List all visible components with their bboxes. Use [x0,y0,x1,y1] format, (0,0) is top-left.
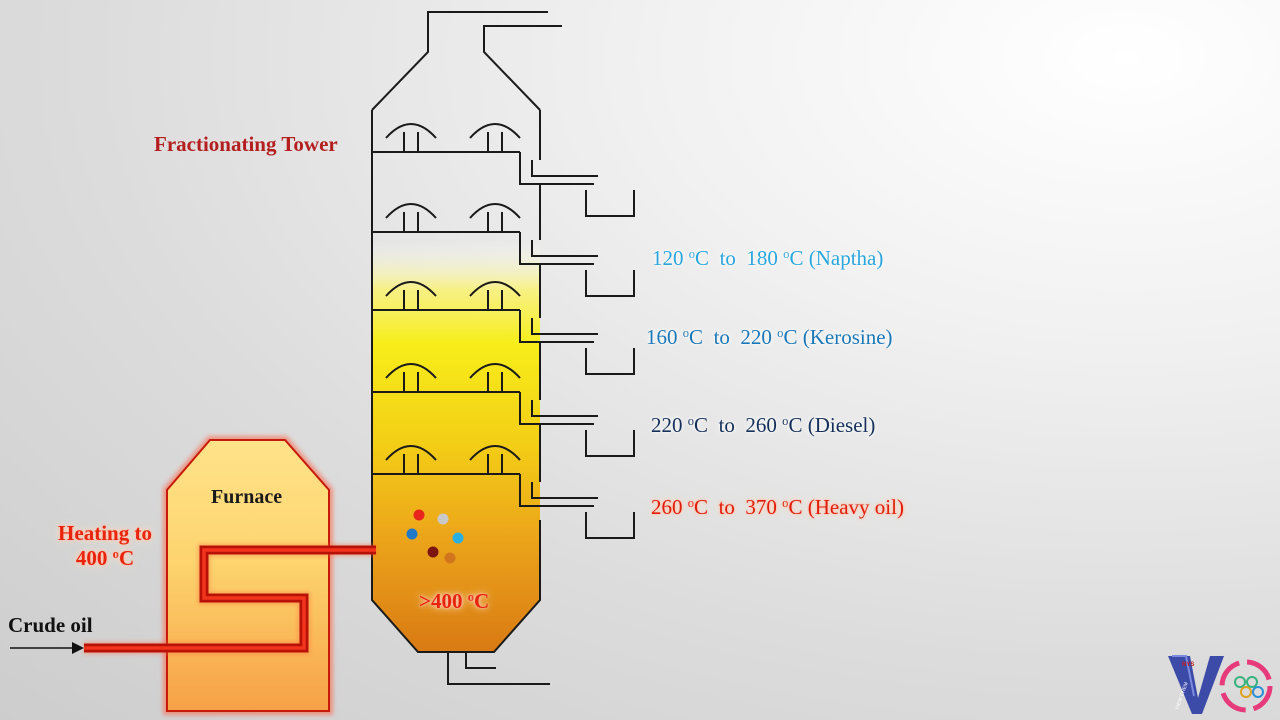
vessel-5 [585,512,635,539]
tray-outlet-pipe [519,474,594,507]
tray-4 [372,363,598,425]
tray-outlet-pipe-inner [531,160,598,177]
vapour-particles [406,509,464,564]
tower-title: Fractionating Tower [154,132,338,156]
bubble-cap [469,363,521,379]
tray-outlet-pipe-inner [531,400,598,417]
vessel-4 [585,430,635,457]
celsius-unit: C [788,413,808,437]
fraction-label-3: 220 oC to 260 oC (Diesel) [651,415,875,436]
tray-outlet-pipe [519,392,594,425]
fraction-low-temp: 220 [651,413,688,437]
celsius-unit: C [694,495,709,519]
celsius-unit: C [788,495,808,519]
tray-outlet-pipe [519,310,594,343]
celsius-unit: C [789,246,809,270]
bottom-temp-suffix: C [474,589,490,613]
fraction-low-temp: 120 [652,246,689,270]
fraction-name: (Heavy oil) [807,495,904,519]
heating-unit: o [112,547,119,562]
view-chem-logo: NYS VIEW CHEM [1168,655,1273,714]
fraction-label-4: 260 oC to 370 oC (Heavy oil) [651,497,904,518]
bubble-cap [385,123,437,139]
furnace-label: Furnace [211,486,283,508]
fraction-high-temp: 260 [745,413,783,437]
tray-outlet-pipe-inner [531,482,598,499]
heating-coil [84,544,376,654]
bubble-cap [385,281,437,297]
heating-line1: Heating to [58,521,152,545]
fraction-label-2: 160 oC to 220 oC (Kerosine) [646,327,893,348]
degree-symbol: o [687,496,695,511]
tray-2 [372,203,598,265]
degree-symbol: o [687,414,695,429]
celsius-unit: C [694,413,709,437]
bubble-cap [385,363,437,379]
fraction-name: (Kerosine) [802,325,893,349]
fraction-high-temp: 220 [740,325,778,349]
celsius-unit: C [689,325,704,349]
celsius-unit: C [695,246,710,270]
fraction-vessels [585,190,635,539]
bubble-cap [385,445,437,461]
degree-symbol: o [783,247,790,262]
crude-oil-arrow [10,642,84,654]
tray-3 [372,281,598,343]
to-word: to [709,246,747,270]
celsius-unit: C [783,325,803,349]
tray-outlet-pipe [519,152,594,185]
tower-outline [371,11,562,685]
fraction-high-temp: 370 [745,495,783,519]
degree-symbol: o [782,414,789,429]
tray-outlet-pipe-inner [531,240,598,257]
tray-5 [372,445,598,507]
tower-oil-fill [372,240,540,652]
fraction-name: (Diesel) [807,413,876,437]
tower-trays [372,123,598,507]
tray-outlet-pipe [519,232,594,265]
vessel-2 [585,270,635,297]
to-word: to [708,495,746,519]
tower-bottom-temp: >400 oC [419,591,489,612]
tray-1 [372,123,598,185]
vessel-1 [585,190,635,217]
bottom-temp-unit: o [467,590,475,605]
bubble-cap [469,203,521,219]
heating-suffix: C [118,546,135,570]
fraction-low-temp: 160 [646,325,683,349]
degree-symbol: o [682,326,690,341]
bubble-cap [469,281,521,297]
fraction-label-1: 120 oC to 180 oC (Naptha) [652,248,883,269]
tray-outlet-pipe-inner [531,318,598,335]
fraction-name: (Naptha) [808,246,884,270]
to-word: to [708,413,746,437]
fraction-low-temp: 260 [651,495,688,519]
furnace-body [166,439,330,712]
degree-symbol: o [688,247,696,262]
crude-oil-label: Crude oil [8,613,93,637]
bottom-temp-value: >400 [419,589,468,613]
logo-badge: NYS [1182,662,1194,668]
degree-symbol: o [777,326,784,341]
vessel-3 [585,348,635,375]
bubble-cap [469,123,521,139]
degree-symbol: o [782,496,789,511]
to-word: to [703,325,741,349]
fraction-high-temp: 180 [746,246,784,270]
bubble-cap [469,445,521,461]
heating-label: Heating to 400 oC [54,523,156,569]
furnace [163,436,333,715]
bubble-cap [385,203,437,219]
heating-value: 400 [75,546,113,570]
